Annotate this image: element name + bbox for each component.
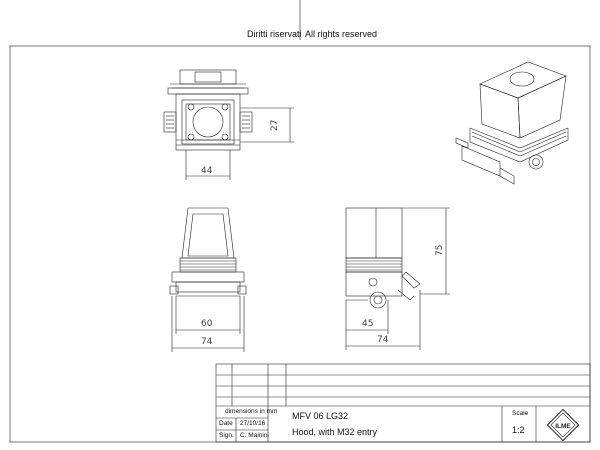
scale-value: 1:2 [512,425,525,435]
part-description: Hood, with M32 entry [292,427,378,437]
dim-side-height: 75 [435,245,445,256]
rights-reserved-english: All rights reserved [305,29,378,39]
front-view [169,207,247,297]
units-note: dimensions in mm [225,408,278,415]
dim-front-outer-width: 74 [201,337,213,347]
sign-value: C. Mainini [240,432,269,439]
title-block-grid [215,363,591,443]
side-view [345,207,421,309]
date-value: 27/10/16 [240,420,266,427]
dim-top-height: 27 [270,120,280,131]
dim-top-width: 44 [201,166,213,176]
ilme-logo [546,408,580,442]
dim-side-width: 74 [377,335,389,345]
dim-front-inner-width: 60 [201,319,213,329]
isometric-view [455,61,569,185]
top-view [163,69,253,151]
dim-side-depth: 45 [362,319,373,329]
date-label: Date [219,420,233,427]
sign-label: Sign. [219,432,234,439]
part-code: MFV 06 LG32 [292,411,349,421]
drawing-frame [9,45,591,443]
rights-reserved-italian: Diritti riservati [247,29,302,39]
scale-label: Scale [512,410,529,417]
logo-text: ILME [555,423,571,430]
